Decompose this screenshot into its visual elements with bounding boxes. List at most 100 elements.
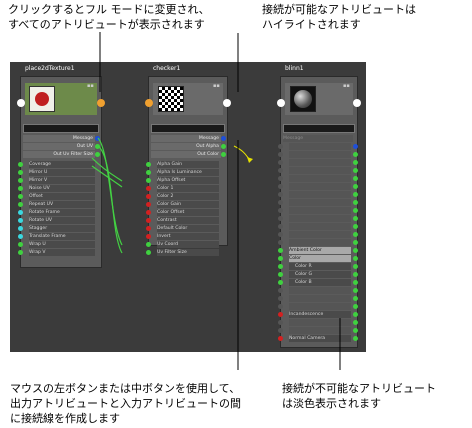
attr-row[interactable] [289,167,351,174]
input-port[interactable] [18,218,23,223]
input-port[interactable] [146,178,151,183]
attr-row[interactable]: Wrap V [29,249,95,256]
node-name-field[interactable] [23,124,99,133]
input-port[interactable] [278,200,283,205]
input-port[interactable] [278,336,283,341]
attr-row[interactable] [289,295,351,302]
attr-row[interactable]: Coverage [29,161,95,168]
input-port[interactable] [278,304,283,309]
node-output-port[interactable] [223,99,231,107]
attr-row[interactable]: Ambient Color [289,247,351,254]
attr-row[interactable]: Uv Filter Size [157,249,219,256]
attr-row[interactable]: Color B [289,279,351,286]
attr-message[interactable]: Message [151,135,221,142]
attr-out-uv-filter-size[interactable]: Out Uv Filter Size [23,151,95,158]
attr-row[interactable]: Incandescence [289,311,351,318]
output-port[interactable] [353,240,358,245]
output-port[interactable] [353,288,358,293]
output-port[interactable] [221,144,226,149]
attr-row[interactable]: Alpha Offset [157,177,219,184]
input-port[interactable] [146,194,151,199]
attr-row[interactable] [289,223,351,230]
mode-toggle-icon[interactable]: ▪▪ [343,83,350,89]
attr-row[interactable]: Mirror V [29,177,95,184]
attr-row[interactable]: Default Color [157,225,219,232]
node-place2dtexture[interactable]: place2dTexture1 ▪▪ Message Out UV Out Uv… [17,65,105,268]
input-port[interactable] [18,250,23,255]
connection-line[interactable] [97,145,123,254]
input-port[interactable] [18,186,23,191]
attr-message[interactable]: Message [283,135,353,142]
output-port[interactable] [353,296,358,301]
input-port[interactable] [278,320,283,325]
input-port[interactable] [146,202,151,207]
output-port[interactable] [353,336,358,341]
output-port[interactable] [353,256,358,261]
attr-row[interactable]: Repeat UV [29,201,95,208]
input-port[interactable] [18,202,23,207]
output-port[interactable] [95,136,100,141]
node-input-port[interactable] [17,99,25,107]
input-port[interactable] [146,162,151,167]
input-port[interactable] [18,210,23,215]
node-name-field[interactable] [151,124,225,133]
attr-row[interactable]: Mirror U [29,169,95,176]
output-port[interactable] [221,136,226,141]
attr-row[interactable]: Color [289,255,351,262]
attr-row[interactable]: Normal Camera [289,335,351,342]
node-input-port[interactable] [145,99,153,107]
node-editor-canvas[interactable]: place2dTexture1 ▪▪ Message Out UV Out Uv… [10,62,366,352]
attr-row[interactable] [289,183,351,190]
attr-row[interactable]: Color 2 [157,193,219,200]
attr-row[interactable]: Noise UV [29,185,95,192]
attr-row[interactable]: Color 1 [157,185,219,192]
input-port[interactable] [278,216,283,221]
input-port[interactable] [278,296,283,301]
output-port[interactable] [95,144,100,149]
input-port[interactable] [146,186,151,191]
attr-out-alpha[interactable]: Out Alpha [151,143,221,150]
attr-row[interactable]: Rotate UV [29,217,95,224]
attr-row[interactable] [289,199,351,206]
attr-row[interactable]: Stagger [29,225,95,232]
input-port[interactable] [278,176,283,181]
input-port[interactable] [278,328,283,333]
input-port[interactable] [146,250,151,255]
node-output-port[interactable] [353,99,361,107]
input-port[interactable] [278,264,283,269]
input-port[interactable] [146,218,151,223]
output-port[interactable] [353,184,358,189]
input-port[interactable] [278,192,283,197]
attr-row[interactable]: Color Gain [157,201,219,208]
output-port[interactable] [353,152,358,157]
input-port[interactable] [278,144,283,149]
output-port[interactable] [353,168,358,173]
mode-toggle-icon[interactable]: ▪▪ [87,83,94,89]
attr-row[interactable]: Offset [29,193,95,200]
input-port[interactable] [146,210,151,215]
attr-row[interactable]: Uv Coord [157,241,219,248]
input-port[interactable] [278,248,283,253]
output-port[interactable] [353,312,358,317]
attr-row[interactable] [289,231,351,238]
input-port[interactable] [278,280,283,285]
node-name-field[interactable] [283,124,355,133]
output-port[interactable] [353,216,358,221]
attr-row[interactable] [289,159,351,166]
input-port[interactable] [18,178,23,183]
input-port[interactable] [18,194,23,199]
attr-row[interactable] [289,327,351,334]
attr-row[interactable]: Alpha Gain [157,161,219,168]
attr-row[interactable]: Translate Frame [29,233,95,240]
input-port[interactable] [278,272,283,277]
output-port[interactable] [95,152,100,157]
attr-row[interactable]: Rotate Frame [29,209,95,216]
connection-line[interactable] [91,157,123,182]
node-input-port[interactable] [277,99,285,107]
attr-row[interactable] [289,287,351,294]
attr-row[interactable]: Wrap U [29,241,95,248]
input-port[interactable] [278,160,283,165]
attr-row[interactable]: Color R [289,263,351,270]
output-port[interactable] [353,144,358,149]
